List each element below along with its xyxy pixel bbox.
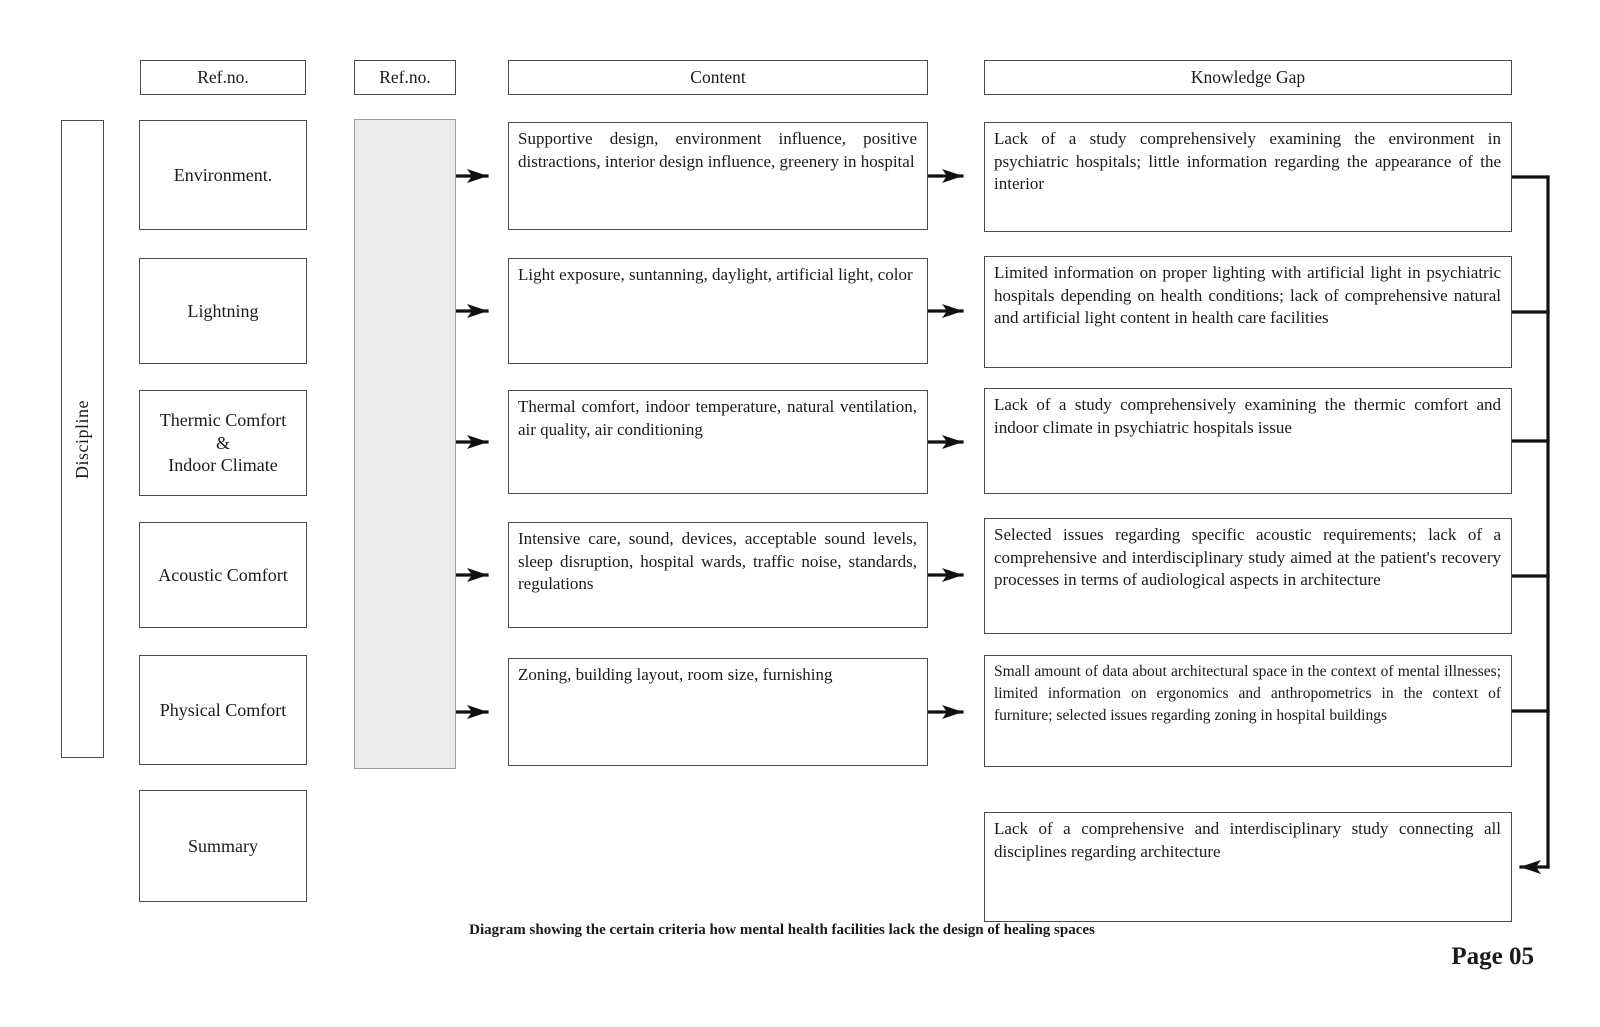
header-knowledge-gap: Knowledge Gap xyxy=(984,60,1512,95)
header-content-label: Content xyxy=(690,67,746,87)
discipline-sidebar: Discipline xyxy=(61,120,104,758)
ref-no-column-placeholder xyxy=(354,119,456,769)
discipline-box-environment: Environment. xyxy=(139,120,307,230)
content-box-physical: Zoning, building layout, room size, furn… xyxy=(508,658,928,766)
gap-box-thermic: Lack of a study comprehensively examinin… xyxy=(984,388,1512,494)
header-ref-no-2-label: Ref.no. xyxy=(379,67,431,87)
discipline-box-physical: Physical Comfort xyxy=(139,655,307,765)
discipline-sidebar-label: Discipline xyxy=(72,399,92,479)
gap-box-physical: Small amount of data about architectural… xyxy=(984,655,1512,767)
discipline-box-thermic: Thermic Comfort & Indoor Climate xyxy=(139,390,307,496)
discipline-label: Summary xyxy=(188,835,258,856)
header-content: Content xyxy=(508,60,928,95)
discipline-label: Lightning xyxy=(187,300,259,321)
content-box-acoustic: Intensive care, sound, devices, acceptab… xyxy=(508,522,928,628)
content-box-environment: Supportive design, environment influence… xyxy=(508,122,928,230)
discipline-box-summary: Summary xyxy=(139,790,307,902)
discipline-label: Environment. xyxy=(173,164,273,185)
header-ref-no-2: Ref.no. xyxy=(354,60,456,95)
gap-box-summary: Lack of a comprehensive and interdiscipl… xyxy=(984,812,1512,922)
content-box-thermic: Thermal comfort, indoor temperature, nat… xyxy=(508,390,928,494)
gap-box-lightning: Limited information on proper lighting w… xyxy=(984,256,1512,368)
figure-caption: Diagram showing the certain criteria how… xyxy=(469,922,1095,938)
discipline-box-lightning: Lightning xyxy=(139,258,307,364)
gap-box-acoustic: Selected issues regarding specific acous… xyxy=(984,518,1512,634)
header-knowledge-gap-label: Knowledge Gap xyxy=(1190,67,1306,87)
discipline-label: Acoustic Comfort xyxy=(158,564,288,585)
discipline-box-acoustic: Acoustic Comfort xyxy=(139,522,307,628)
header-ref-no-1-label: Ref.no. xyxy=(197,67,249,87)
discipline-label: Physical Comfort xyxy=(159,699,287,720)
header-ref-no-1: Ref.no. xyxy=(140,60,306,95)
discipline-label: Thermic Comfort & Indoor Climate xyxy=(159,410,287,476)
page-number: Page 05 xyxy=(1451,943,1534,970)
gap-box-environment: Lack of a study comprehensively examinin… xyxy=(984,122,1512,232)
content-box-lightning: Light exposure, suntanning, daylight, ar… xyxy=(508,258,928,364)
